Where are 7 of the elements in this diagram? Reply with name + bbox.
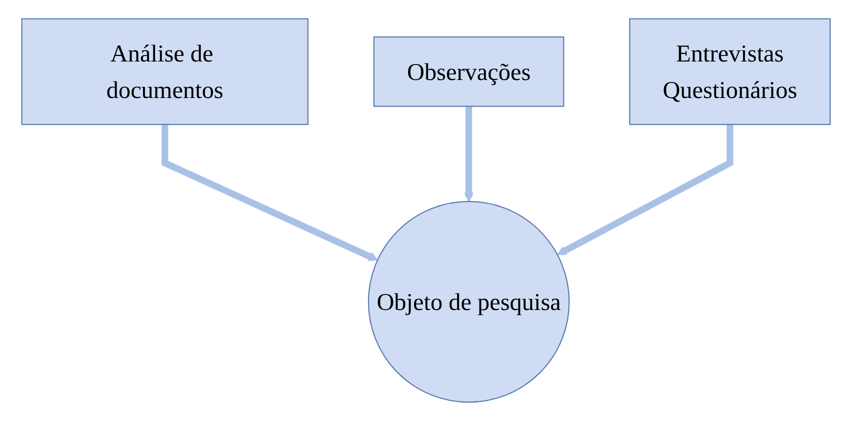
arrow: [162, 124, 378, 262]
node-box: Entrevistas Questionários: [629, 18, 831, 125]
node-box: Análise de documentos: [21, 18, 308, 125]
node-circle: Objeto de pesquisa: [368, 200, 570, 403]
arrow: [556, 124, 734, 256]
node-box: Observações: [373, 36, 564, 107]
arrow: [464, 106, 474, 202]
